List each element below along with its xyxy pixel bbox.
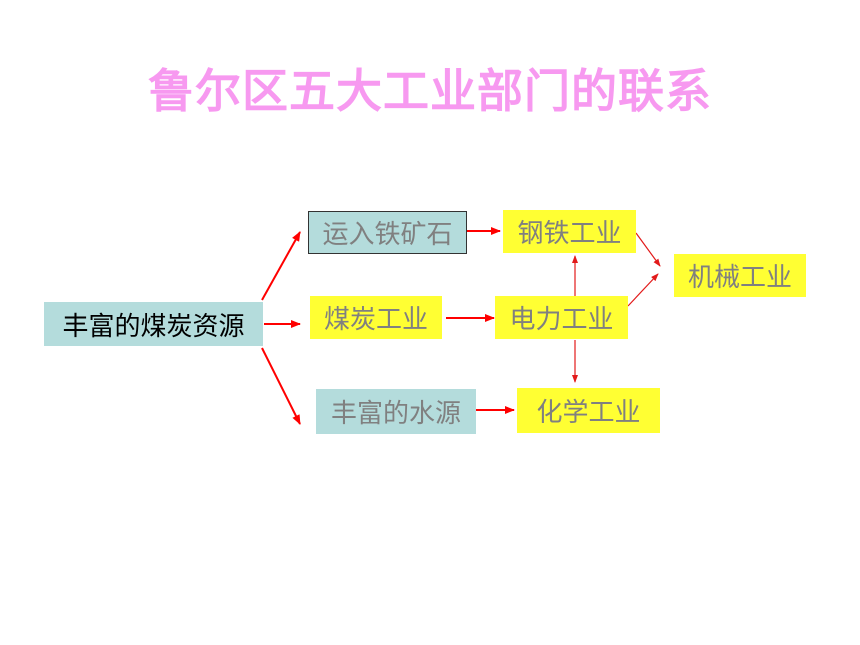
node-iron-ore: 运入铁矿石: [308, 211, 467, 254]
arrow-coal-to-iron-ore: [261, 231, 301, 301]
node-power-industry: 电力工业: [495, 296, 628, 339]
node-steel-industry: 钢铁工业: [503, 210, 636, 253]
node-coal-industry: 煤炭工业: [310, 296, 442, 339]
arrow-power-to-machinery: [627, 273, 659, 307]
node-water: 丰富的水源: [316, 389, 476, 434]
arrow-coal-to-water: [261, 347, 301, 425]
node-chemical-industry: 化学工业: [517, 388, 660, 433]
node-machinery-industry: 机械工业: [674, 254, 806, 297]
diagram-title: 鲁尔区五大工业部门的联系: [148, 64, 712, 118]
node-coal-resources: 丰富的煤炭资源: [44, 302, 263, 346]
arrow-steel-to-machinery: [635, 232, 661, 267]
